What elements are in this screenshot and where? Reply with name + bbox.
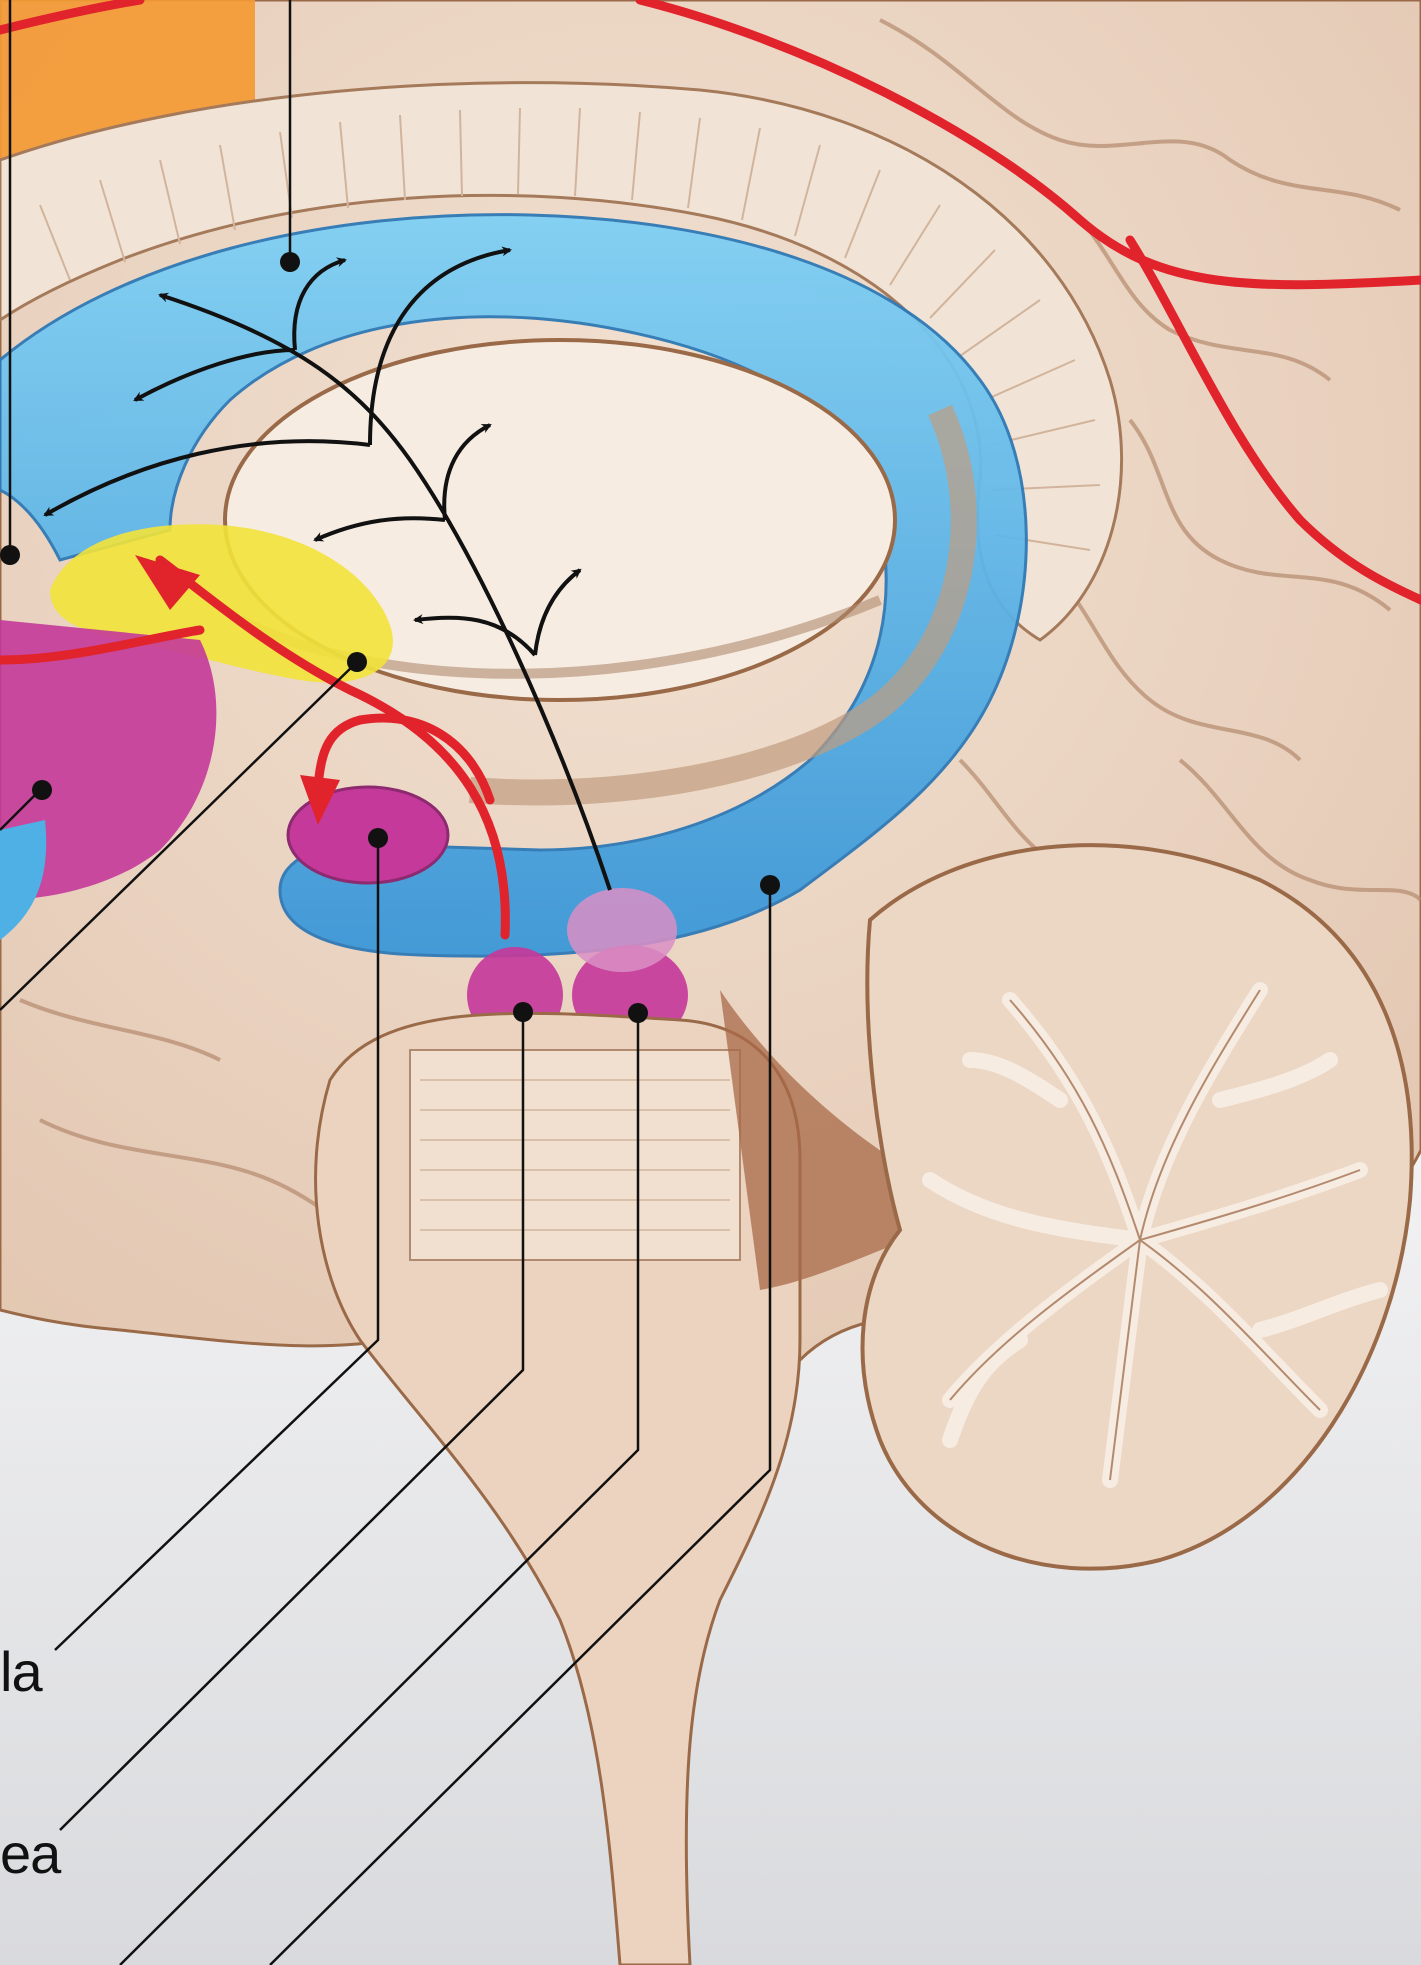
pink-cap (567, 888, 677, 972)
label-la: la (0, 1644, 42, 1700)
label-ea: ea (0, 1826, 60, 1882)
pons-band (410, 1050, 740, 1260)
